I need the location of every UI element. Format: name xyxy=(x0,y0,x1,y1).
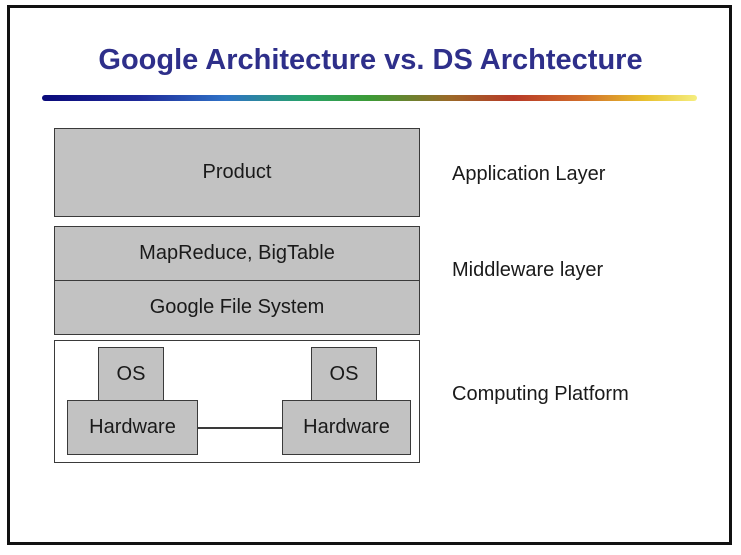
product-label: Product xyxy=(202,161,272,183)
os-box-right: OS xyxy=(311,347,377,401)
hardware-label-left: Hardware xyxy=(89,416,176,438)
google-file-system-label: Google File System xyxy=(149,296,325,318)
title-gradient-bar xyxy=(42,95,697,101)
hardware-connector-line xyxy=(197,427,283,429)
hardware-label-right: Hardware xyxy=(303,416,390,438)
os-label-right: OS xyxy=(329,362,359,385)
middleware-layer-label: Middleware layer xyxy=(452,259,604,281)
os-label-left: OS xyxy=(116,362,146,385)
slide-title: Google Architecture vs. DS Archtecture xyxy=(98,44,643,76)
computing-platform-label: Computing Platform xyxy=(452,383,629,405)
application-layer-label: Application Layer xyxy=(452,163,606,185)
google-file-system-box: Google File System xyxy=(54,280,420,335)
hardware-box-left: Hardware xyxy=(67,400,198,455)
mapreduce-bigtable-box: MapReduce, BigTable xyxy=(54,226,420,281)
hardware-box-right: Hardware xyxy=(282,400,411,455)
os-box-left: OS xyxy=(98,347,164,401)
mapreduce-bigtable-label: MapReduce, BigTable xyxy=(139,242,335,264)
product-box: Product xyxy=(54,128,420,217)
